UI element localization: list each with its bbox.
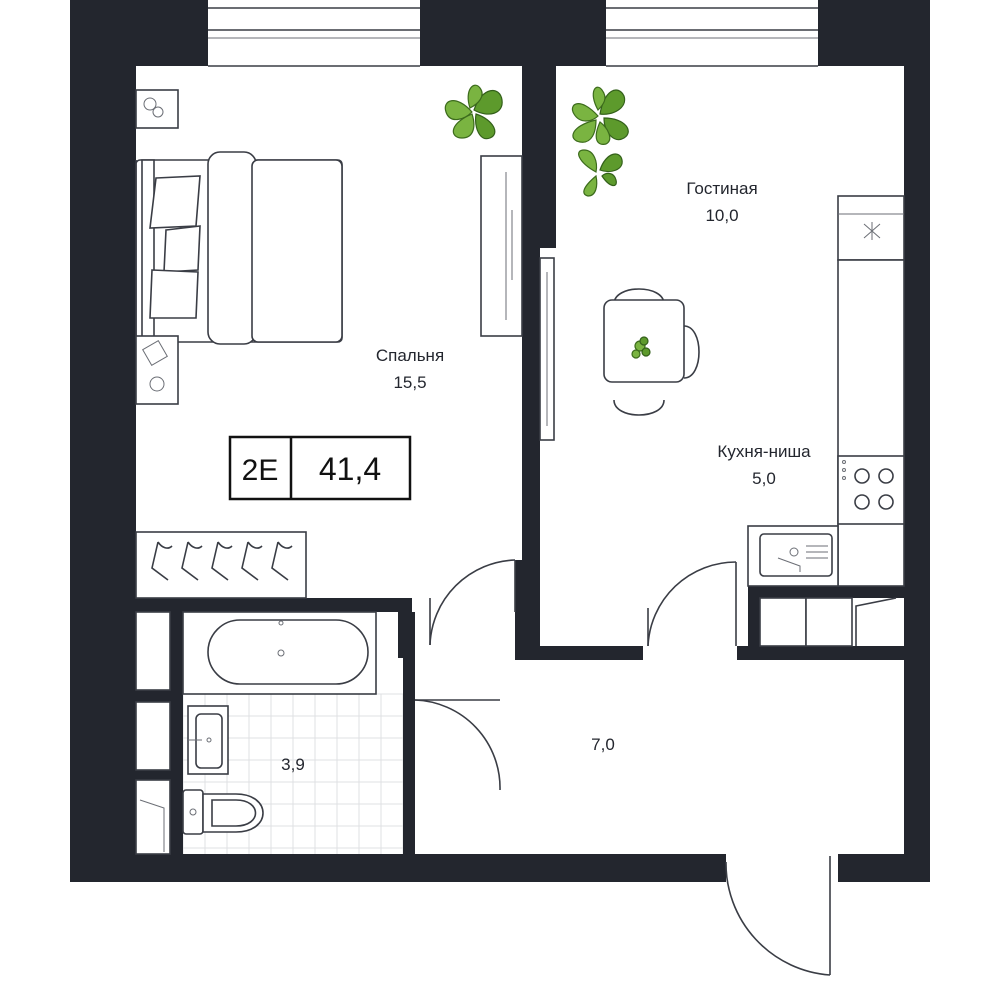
wardrobe-bedroom xyxy=(480,155,523,337)
door-living[interactable] xyxy=(647,561,737,647)
plant-living-large xyxy=(571,86,629,145)
door-entrance[interactable] xyxy=(725,856,831,976)
door-bedroom[interactable] xyxy=(429,559,516,646)
window-living xyxy=(606,0,818,67)
hanger xyxy=(151,541,173,581)
hanger xyxy=(181,541,203,581)
plant-bedroom xyxy=(444,84,503,140)
living-name: Гостиная xyxy=(686,179,757,198)
bathtub xyxy=(182,611,377,695)
bedroom-name: Спальня xyxy=(376,346,444,365)
closet-left xyxy=(135,611,171,855)
door-bathroom[interactable] xyxy=(414,699,501,791)
hanger xyxy=(271,541,293,581)
window-bedroom xyxy=(208,0,420,67)
kitchen-area: 5,0 xyxy=(752,469,776,488)
hallway-area: 7,0 xyxy=(591,735,615,754)
apartment-type: 2E xyxy=(242,454,279,487)
washbasin xyxy=(187,705,229,775)
stove xyxy=(837,455,905,525)
kitchen-counter xyxy=(837,259,905,587)
bedside-table-bottom xyxy=(135,335,179,405)
kitchen-sink xyxy=(747,525,839,587)
apartment-total-area: 41,4 xyxy=(319,451,381,487)
wardrobe-living xyxy=(539,257,555,441)
kitchen-lower-cabinets xyxy=(759,597,897,647)
walls xyxy=(70,0,930,882)
apartment-badge: 2E 41,4 xyxy=(228,435,412,501)
kitchen-name: Кухня-ниша xyxy=(717,442,811,461)
living-area: 10,0 xyxy=(705,206,738,225)
hanger xyxy=(211,541,233,581)
plant-living-small xyxy=(578,149,623,197)
bed xyxy=(135,151,343,345)
clothes-rail xyxy=(135,531,307,599)
dining-table xyxy=(603,288,700,416)
toilet xyxy=(182,789,264,835)
fridge xyxy=(837,195,905,261)
bedroom-area: 15,5 xyxy=(393,373,426,392)
bedside-table-top xyxy=(135,89,179,129)
hanger xyxy=(241,541,263,581)
bathroom-area: 3,9 xyxy=(281,755,305,774)
